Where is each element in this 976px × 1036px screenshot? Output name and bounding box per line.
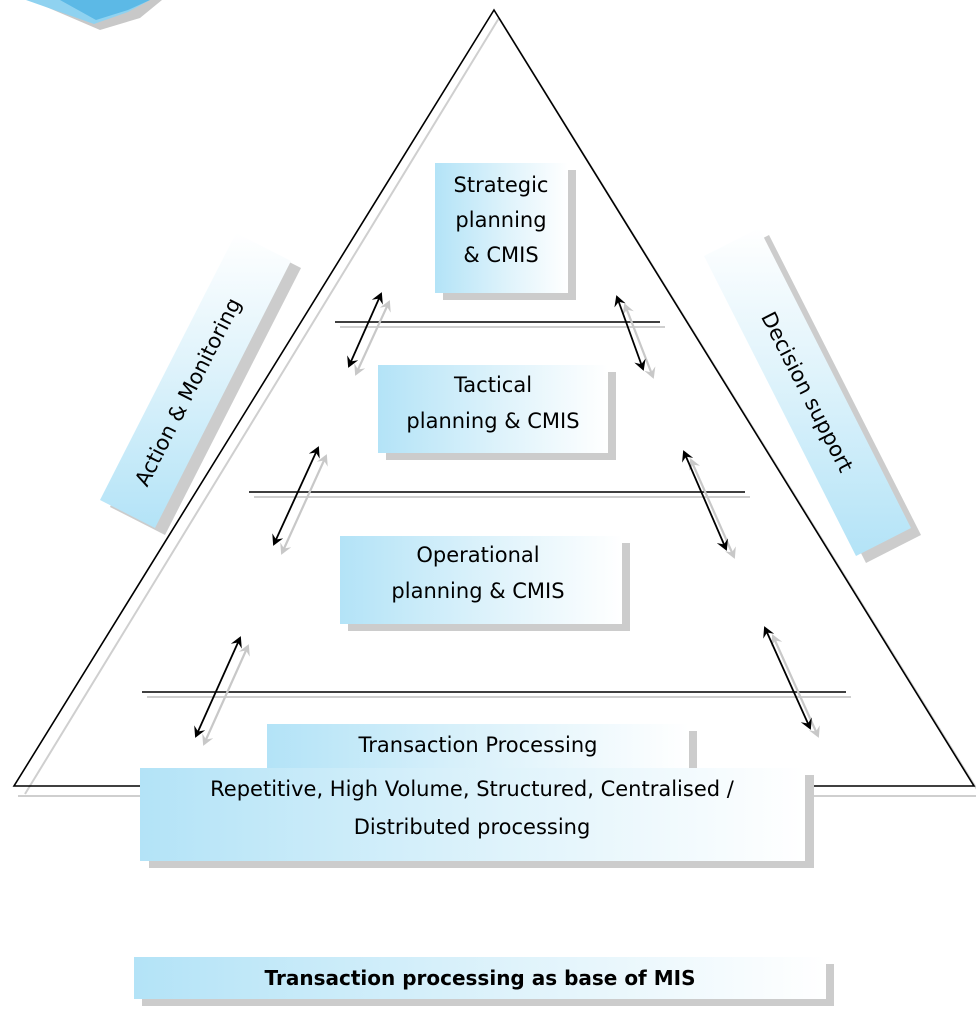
tactical-line1: Tactical	[453, 373, 532, 397]
tactical-line2: planning & CMIS	[406, 409, 579, 433]
caption-box: Transaction processing as base of MIS	[134, 957, 834, 1006]
decision-support-label: Decision support	[704, 228, 921, 563]
operational-line2: planning & CMIS	[391, 579, 564, 603]
corner-decoration	[26, 0, 162, 30]
arrow-left-tactical-operational	[272, 446, 320, 546]
arrow-right-operational-transaction	[763, 626, 812, 730]
tactical-box: Tactical planning & CMIS	[378, 365, 616, 460]
strategic-line2: planning	[455, 208, 546, 232]
transaction-title: Transaction Processing	[358, 733, 598, 757]
arrow-left-operational-transaction	[194, 636, 242, 738]
arrow-right-tactical-operational	[682, 450, 728, 551]
strategic-box: Strategic planning & CMIS	[435, 163, 576, 300]
strategic-line3: & CMIS	[463, 243, 538, 267]
operational-box: Operational planning & CMIS	[340, 536, 630, 631]
transaction-line2: Distributed processing	[354, 815, 591, 839]
transaction-line1: Repetitive, High Volume, Structured, Cen…	[210, 777, 735, 801]
strategic-line1: Strategic	[454, 173, 549, 197]
arrow-right-strategic-tactical	[614, 295, 646, 371]
arrow-left-strategic-tactical	[347, 292, 383, 368]
operational-line1: Operational	[416, 543, 539, 567]
arrows	[194, 292, 812, 738]
caption-text: Transaction processing as base of MIS	[265, 966, 696, 990]
transaction-box: Transaction Processing Repetitive, High …	[140, 724, 814, 868]
action-monitoring-label: Action & Monitoring	[100, 233, 301, 535]
